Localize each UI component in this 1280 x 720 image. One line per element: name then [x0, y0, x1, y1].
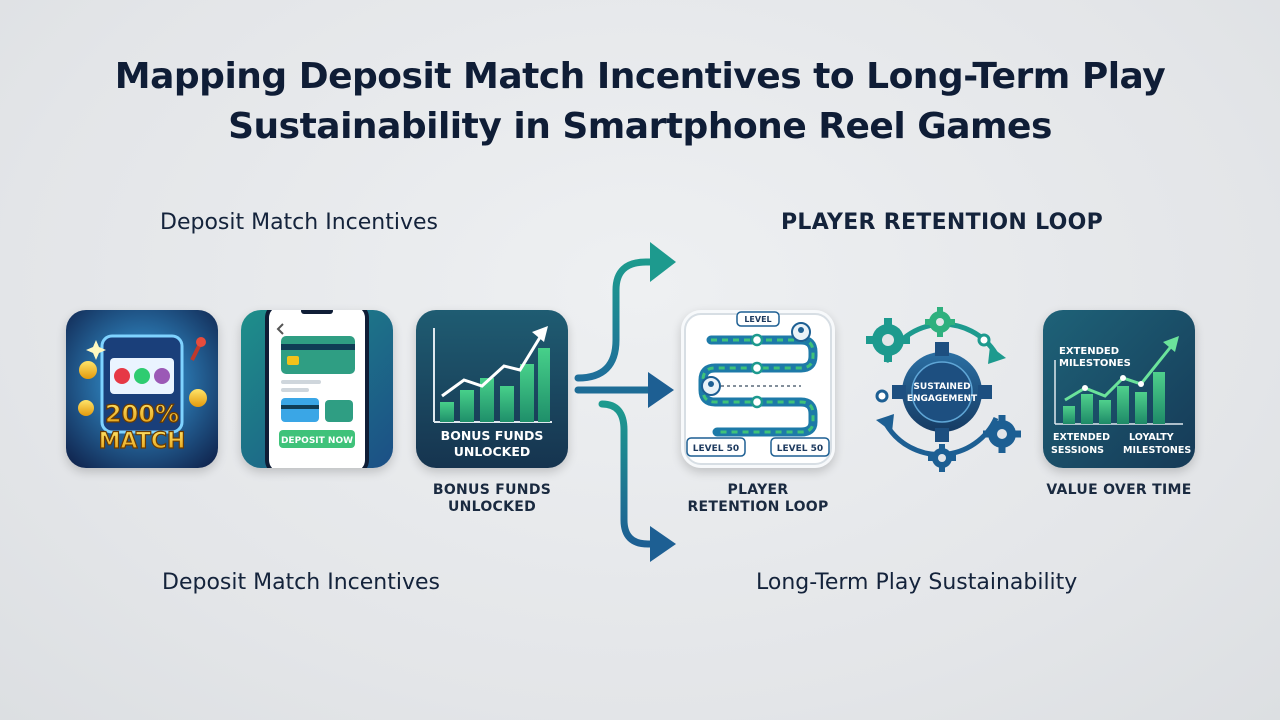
gear-icon — [892, 342, 992, 442]
milestones-bottom-left-line-1: EXTENDED — [1053, 432, 1110, 443]
milestones-bottom-left-line-2: SESSIONS — [1051, 445, 1104, 456]
caption-loop-line-1: PLAYER — [727, 482, 789, 498]
coin-icon — [78, 400, 94, 416]
gear-icon — [866, 318, 910, 362]
arrow-mid-head — [648, 372, 674, 408]
milestones-bottom-right-line-2: MILESTONES — [1123, 445, 1191, 456]
gear-icon — [983, 415, 1021, 453]
arrow-down-branch — [598, 400, 659, 548]
heading-deposit-match-bottom: Deposit Match Incentives — [162, 570, 440, 595]
gear-icon — [928, 444, 956, 472]
caption-value-over-time: VALUE OVER TIME — [1046, 482, 1192, 498]
level-right-label: LEVEL 50 — [777, 444, 823, 454]
caption-bonus-line-1: BONUS FUNDS — [432, 482, 552, 498]
badge-200-percent: 200% — [105, 400, 179, 428]
phone-deposit-tile: DEPOSIT NOW — [241, 310, 393, 468]
arrow-down-head — [650, 526, 676, 562]
slot-machine-tile: 200% MATCH — [66, 310, 218, 468]
gears-line-2: ENGAGEMENT — [907, 394, 978, 404]
coin-icon — [79, 361, 97, 379]
map-pin-icon — [750, 395, 764, 409]
title-line-1: Mapping Deposit Match Incentives to Long… — [114, 56, 1166, 97]
page-title: Mapping Deposit Match Incentives to Long… — [0, 52, 1280, 152]
bonus-tile-line-2: UNLOCKED — [454, 444, 531, 459]
gear-icon — [925, 307, 955, 337]
coin-icon — [189, 389, 207, 407]
map-pin-icon — [750, 361, 764, 375]
sustained-engagement-gears: SUSTAINED ENGAGEMENT — [856, 300, 1026, 476]
caption-player-retention-loop: PLAYER RETENTION LOOP — [678, 482, 838, 516]
caption-bonus-line-2: UNLOCKED — [447, 499, 537, 515]
deposit-now-button — [279, 430, 355, 448]
deposit-now-label: DEPOSIT NOW — [281, 436, 353, 446]
level-top-label: LEVEL — [744, 315, 771, 324]
milestones-tile: EXTENDED MILESTONES EXTENDED SESSIONS LO… — [1043, 310, 1195, 468]
gears-line-1: SUSTAINED — [913, 382, 970, 392]
credit-card-icon — [281, 336, 355, 374]
level-map-tile: LEVEL LEVEL 50 LEVEL 50 — [681, 310, 835, 468]
trend-arrow-icon — [441, 333, 544, 398]
map-pin-icon — [750, 333, 764, 347]
caption-bonus-funds: BONUS FUNDS UNLOCKED — [412, 482, 572, 516]
milestones-bottom-right-line-1: LOYALTY — [1129, 432, 1174, 443]
milestones-top-line-2: MILESTONES — [1059, 358, 1131, 369]
heading-deposit-match-top: Deposit Match Incentives — [160, 210, 438, 235]
title-line-2: Sustainability in Smartphone Reel Games — [228, 106, 1052, 147]
bonus-tile-line-1: BONUS FUNDS — [441, 428, 544, 443]
arrow-up-branch — [574, 258, 659, 382]
bonus-funds-tile: BONUS FUNDS UNLOCKED — [416, 310, 568, 468]
caption-loop-line-2: RETENTION LOOP — [687, 499, 829, 515]
heading-player-retention-loop: PLAYER RETENTION LOOP — [781, 210, 1104, 235]
level-left-label: LEVEL 50 — [693, 444, 739, 454]
badge-match: MATCH — [99, 429, 186, 454]
wallet-icon — [325, 400, 353, 422]
milestones-top-line-1: EXTENDED — [1059, 346, 1119, 357]
heading-long-term-sustainability: Long-Term Play Sustainability — [756, 570, 1078, 595]
growth-arrow-icon — [1064, 343, 1175, 402]
arrow-up-head — [650, 242, 676, 282]
